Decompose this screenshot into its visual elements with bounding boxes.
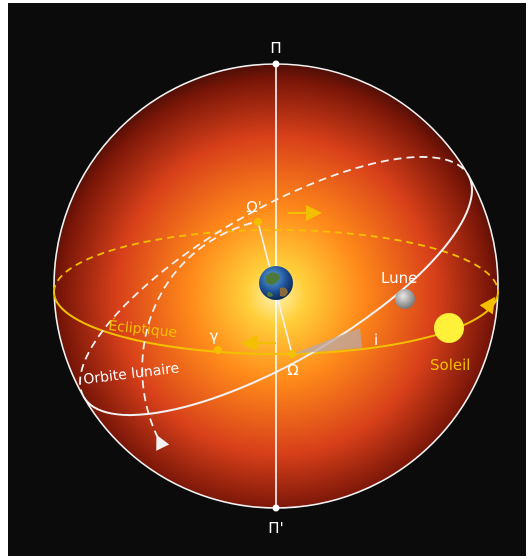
lunar-orbit-back <box>79 156 470 398</box>
vernal-point-label: γ <box>210 327 219 345</box>
north-pole-dot <box>272 60 280 68</box>
earth-icon <box>259 266 293 300</box>
sun-label: Soleil <box>430 356 470 374</box>
ecliptic-back <box>53 229 499 293</box>
moon-icon <box>395 289 415 309</box>
vernal-point-dot <box>214 346 222 354</box>
north-pole-label: Π <box>270 39 281 57</box>
ascending-node-label: Ω <box>287 361 298 379</box>
ecliptic-front <box>53 291 499 355</box>
south-pole-label: Π' <box>268 519 283 537</box>
equinox-meridian <box>141 221 256 451</box>
ecliptic-arrow-right <box>479 296 496 315</box>
inclination-label: i <box>374 331 378 349</box>
ascending-node-dot <box>288 350 296 358</box>
south-pole-dot <box>272 504 280 512</box>
sun-icon <box>434 313 464 343</box>
descending-node-label: Ω' <box>246 198 262 216</box>
inclination-angle <box>292 328 362 354</box>
moon-label: Lune <box>381 269 417 287</box>
descending-node-dot <box>254 218 262 226</box>
